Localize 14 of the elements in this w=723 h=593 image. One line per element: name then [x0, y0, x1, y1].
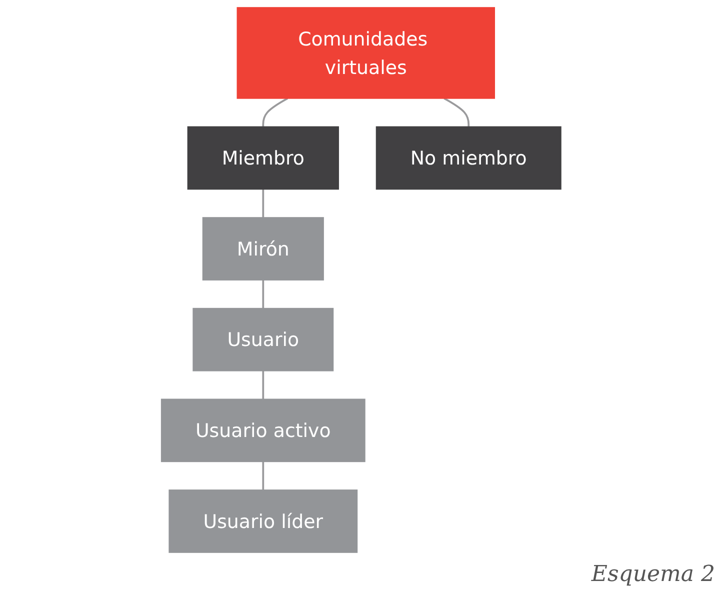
node-box: Usuario [193, 308, 334, 372]
caption: Esquema 2 [591, 562, 715, 587]
node-box: No miembro [376, 126, 562, 190]
node-box: Miembro [188, 126, 340, 190]
connector [262, 280, 264, 308]
node-box: Usuario líder [169, 490, 358, 553]
connector [444, 98, 470, 127]
node-box: Comunidades virtuales [237, 7, 496, 99]
node-box: Mirón [202, 217, 324, 280]
connector [262, 189, 264, 218]
connector [262, 370, 264, 400]
connector [262, 462, 264, 490]
connector [262, 98, 288, 127]
node-box: Usuario activo [161, 398, 366, 462]
